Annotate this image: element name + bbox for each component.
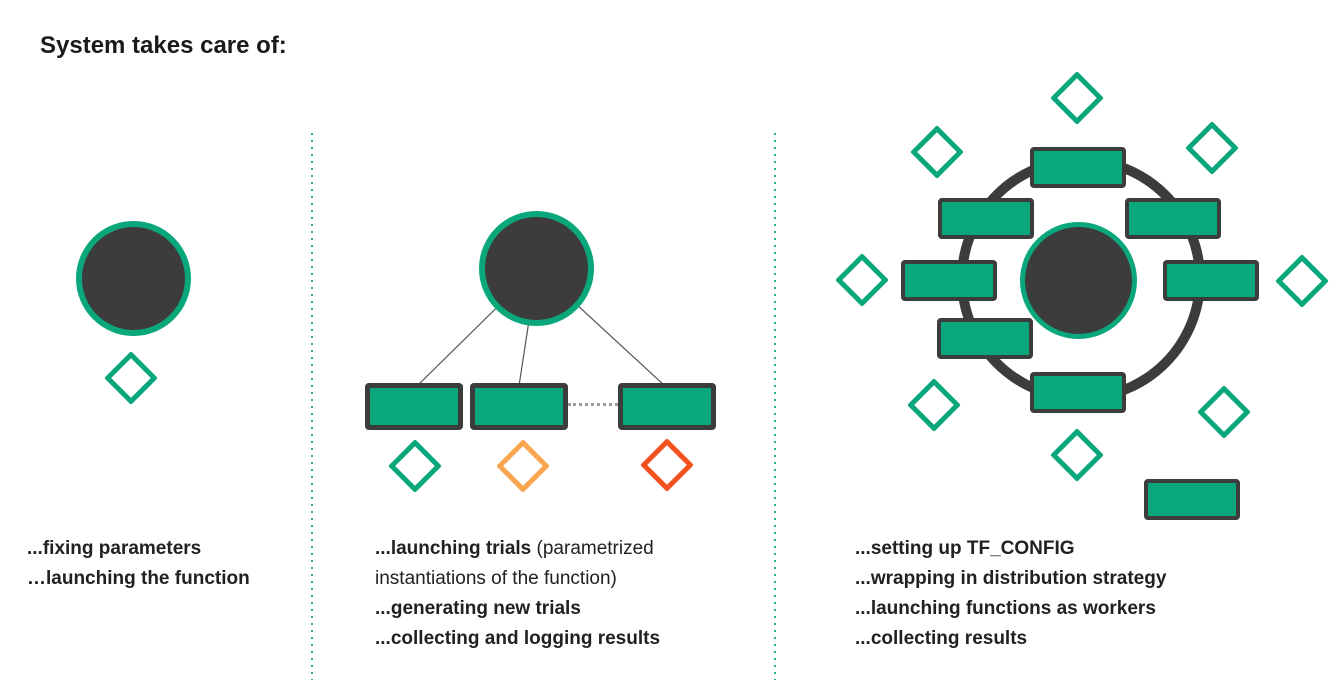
worker-diamond-right-icon	[1275, 254, 1329, 308]
tuner-circle	[479, 211, 594, 326]
trial-parameters-diamond-red-icon	[640, 438, 694, 492]
worker-box-upper-left	[938, 198, 1034, 239]
trial-parameters-diamond-green-icon	[388, 439, 442, 493]
function-circle	[76, 221, 191, 336]
chief-circle	[1020, 222, 1137, 339]
middle-caption-line-4: ...collecting and logging results	[375, 628, 661, 649]
right-caption-line-4: ...collecting results	[855, 628, 1028, 649]
right-caption-line-2: ...wrapping in distribution strategy	[855, 568, 1167, 589]
worker-box-top	[1030, 147, 1126, 188]
worker-diamond-lower-right-icon	[1197, 385, 1251, 439]
middle-caption-line-3: ...generating new trials	[375, 598, 581, 619]
worker-box-detached	[1144, 479, 1240, 520]
worker-box-left	[901, 260, 997, 301]
worker-diamond-left-icon	[835, 253, 889, 307]
middle-caption-line-1-bold: ...launching trials	[375, 538, 532, 559]
right-caption-line-3: ...launching functions as workers	[855, 598, 1156, 619]
worker-box-bottom	[1030, 372, 1126, 413]
right-caption: ...setting up TF_CONFIG ...wrapping in d…	[855, 534, 1166, 654]
right-caption-line-1: ...setting up TF_CONFIG	[855, 538, 1075, 559]
trial-box-3	[618, 383, 716, 430]
worker-diamond-top-icon	[1050, 71, 1104, 125]
worker-box-upper-right	[1125, 198, 1221, 239]
middle-caption-line-1: ...launching trials (parametrized	[375, 534, 660, 564]
worker-diamond-upper-left-icon	[910, 125, 964, 179]
panel-separator-left	[311, 133, 313, 680]
left-caption-line-2: …launching the function	[27, 568, 250, 589]
more-trials-dotted-connector	[568, 403, 618, 406]
middle-caption-line-1-regular: (parametrized	[531, 538, 654, 559]
left-caption: ...fixing parameters …launching the func…	[27, 534, 250, 594]
left-caption-line-1: ...fixing parameters	[27, 538, 202, 559]
worker-box-right	[1163, 260, 1259, 301]
fixed-parameters-diamond-icon	[104, 351, 158, 405]
middle-caption: ...launching trials (parametrized instan…	[375, 534, 660, 654]
page-title: System takes care of:	[40, 32, 287, 59]
worker-diamond-bottom-icon	[1050, 428, 1104, 482]
trial-box-1	[365, 383, 463, 430]
trial-parameters-diamond-orange-icon	[496, 439, 550, 493]
middle-caption-line-2: instantiations of the function)	[375, 568, 617, 589]
worker-box-lower-left	[937, 318, 1033, 359]
worker-diamond-upper-right-icon	[1185, 121, 1239, 175]
trial-box-2	[470, 383, 568, 430]
panel-separator-right	[774, 133, 776, 680]
worker-diamond-lower-left-icon	[907, 378, 961, 432]
